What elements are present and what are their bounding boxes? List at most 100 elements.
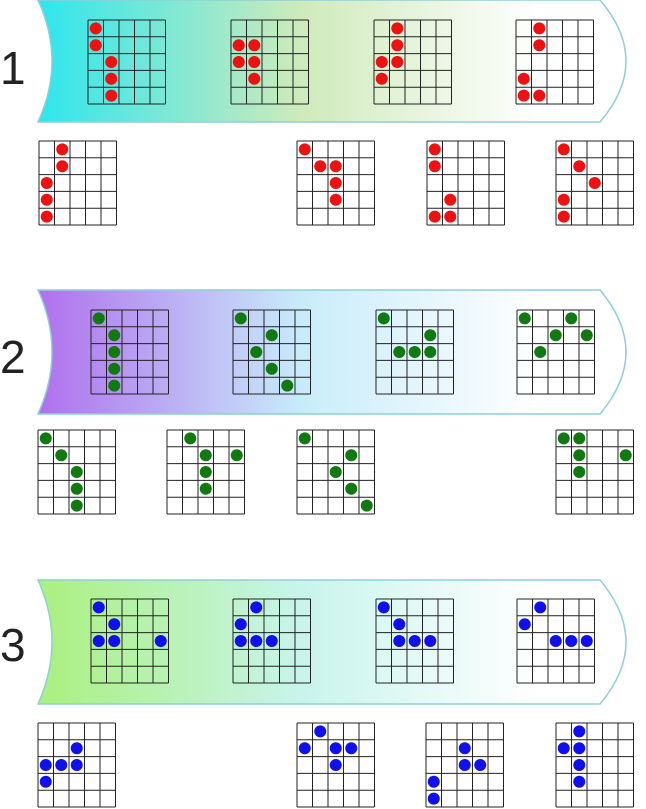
grid-dot [573,725,586,738]
grid-dot [40,193,53,206]
grid-dot [375,72,388,85]
question-grid-3-2 [232,598,311,684]
grid-dot [533,89,546,102]
grid-dot [573,432,586,445]
band-shape [36,579,627,705]
grid-dot [108,635,121,647]
grid-dot [391,56,404,68]
grid-dot [298,143,311,156]
grid-dot [533,39,546,52]
grid-dot [427,775,440,788]
grid-lines [555,722,634,808]
grid-dot [40,177,53,189]
grid-lines [516,309,595,395]
grid-dot [518,618,531,631]
grid-dot [533,22,546,35]
grid-dot [70,482,83,495]
grid-dot [108,346,121,358]
grid-lines [375,598,454,684]
grid-lines [90,598,169,684]
grid-lines [555,429,634,515]
grid-dot [549,329,562,342]
grid-lines [230,19,309,105]
grid-dot [534,346,547,358]
band-shape [36,289,627,415]
question-grid-3-3 [375,598,454,684]
grid-dot [345,742,358,755]
question-grid-1-3 [373,19,452,105]
grid-dot [298,432,311,445]
grid-dot [234,312,247,325]
grid-dot [234,635,247,647]
grid-dot [444,210,457,223]
grid-dot [265,329,278,342]
grid-lines [87,19,166,105]
grid-dot [105,56,118,68]
grid-dot [565,312,578,325]
question-grid-1-2 [230,19,309,105]
grid-dot [573,160,586,173]
grid-dot [298,742,311,755]
grid-dot [329,193,342,206]
answer-grid-2-3[interactable] [296,429,376,515]
grid-dot [424,635,437,647]
answer-grid-1-4[interactable] [426,140,506,226]
grid-lines [37,722,116,808]
grid-dot [314,160,327,173]
grid-lines [425,722,504,808]
grid-dot [345,449,358,462]
grid-dot [557,193,570,206]
grid-dot [588,177,601,189]
grid-lines [90,309,169,395]
grid-dot [534,601,547,614]
grid-lines [555,140,634,226]
grid-dot [573,449,586,462]
grid-dot [393,635,406,647]
grid-dot [518,312,531,325]
answer-grid-2-5[interactable] [555,429,635,515]
grid-dot [55,759,68,771]
grid-dot [108,362,121,375]
grid-dot [56,143,69,156]
grid-dot [70,759,83,771]
answer-grid-3-5[interactable] [555,722,635,808]
answer-grid-3-4[interactable] [425,722,505,808]
grid-dot [360,499,373,512]
answer-grid-1-1[interactable] [38,140,118,226]
grid-dot [573,466,586,478]
answer-grid-2-1[interactable] [37,429,117,515]
grid-dot [329,759,342,771]
grid-dot [232,39,245,52]
answer-grid-2-2[interactable] [166,429,246,515]
answer-grid-1-5[interactable] [555,140,635,226]
grid-dot [329,160,342,173]
grid-dot [408,635,421,647]
grid-dot [40,210,53,223]
grid-dot [517,72,530,85]
grid-dot [393,346,406,358]
grid-dot [427,792,440,805]
grid-dot [70,466,83,478]
grid-dot [234,618,247,631]
grid-lines [296,140,375,226]
grid-dot [92,635,105,647]
grid-dot [549,635,562,647]
grid-dot [580,635,593,647]
answer-grid-1-3[interactable] [296,140,376,226]
grid-dot [248,72,261,85]
grid-dot [557,210,570,223]
answer-grid-3-3[interactable] [296,722,376,808]
grid-dot [92,312,105,325]
grid-dot [391,39,404,52]
grid-dot [345,482,358,495]
grid-dot [573,742,586,755]
grid-dot [428,143,441,156]
question-grid-3-1 [90,598,169,684]
row-number-3: 3 [0,619,26,671]
question-grid-2-2 [232,309,311,395]
answer-grid-3-1[interactable] [37,722,117,808]
grid-dot [557,143,570,156]
question-grid-2-4 [516,309,595,395]
